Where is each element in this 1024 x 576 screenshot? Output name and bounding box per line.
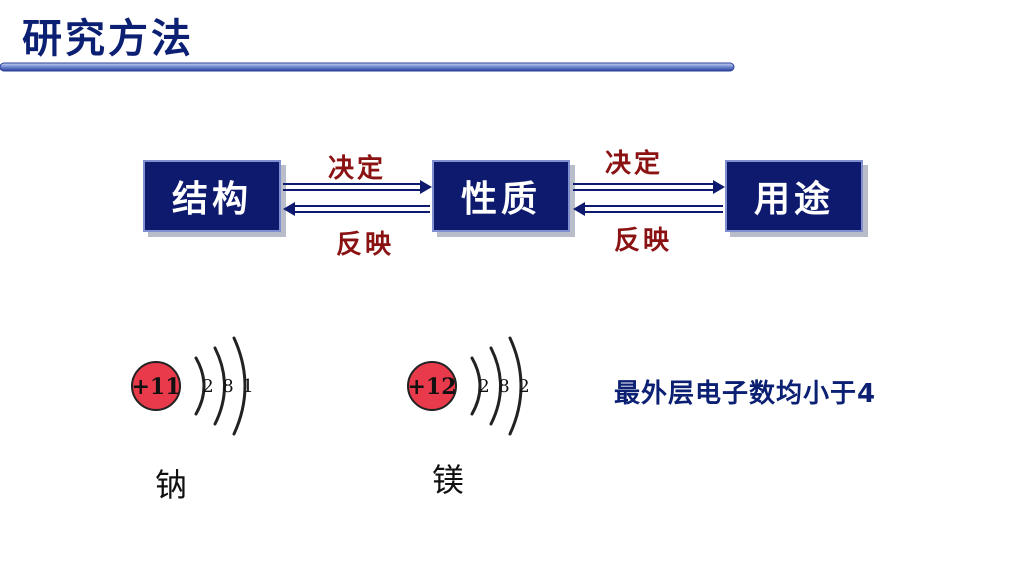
shell-arc <box>232 336 247 436</box>
shell-count: 8 <box>498 376 509 397</box>
shell-count: 1 <box>242 376 253 397</box>
box-structure: 结构 <box>143 160 281 232</box>
shell-count: 8 <box>222 376 233 397</box>
label-reflects-1: 反映 <box>336 230 395 260</box>
label-reflects-2: 反映 <box>614 226 673 256</box>
element-name-magnesium: 镁 <box>432 461 465 499</box>
element-name-sodium: 钠 <box>155 466 188 504</box>
label-determines-2: 决定 <box>605 149 664 179</box>
nucleus-charge-sodium: +11 <box>131 374 180 400</box>
conclusion-note: 最外层电子数均小于4 <box>614 379 877 409</box>
shell-arc <box>213 346 226 426</box>
nucleus-sodium <box>131 361 181 411</box>
shell-count: 2 <box>478 376 489 397</box>
shell-count: 2 <box>202 376 213 397</box>
label-determines-1: 决定 <box>328 154 387 184</box>
shell-count: 2 <box>518 376 529 397</box>
flow-arrows <box>283 180 725 216</box>
box-usage: 用途 <box>725 160 863 232</box>
shell-arc <box>508 336 523 436</box>
atom-diagram-magnesium: +12 2 8 2 <box>407 336 530 436</box>
title-underline <box>0 62 735 72</box>
nucleus-charge-magnesium: +12 <box>407 374 456 400</box>
page-title: 研究方法 <box>22 15 194 62</box>
shell-arc <box>470 356 482 416</box>
atom-diagram-sodium: +11 2 8 1 <box>131 336 254 436</box>
shell-arc <box>194 356 206 416</box>
nucleus-magnesium <box>407 361 457 411</box>
box-property: 性质 <box>432 160 570 232</box>
shell-arc <box>489 346 502 426</box>
